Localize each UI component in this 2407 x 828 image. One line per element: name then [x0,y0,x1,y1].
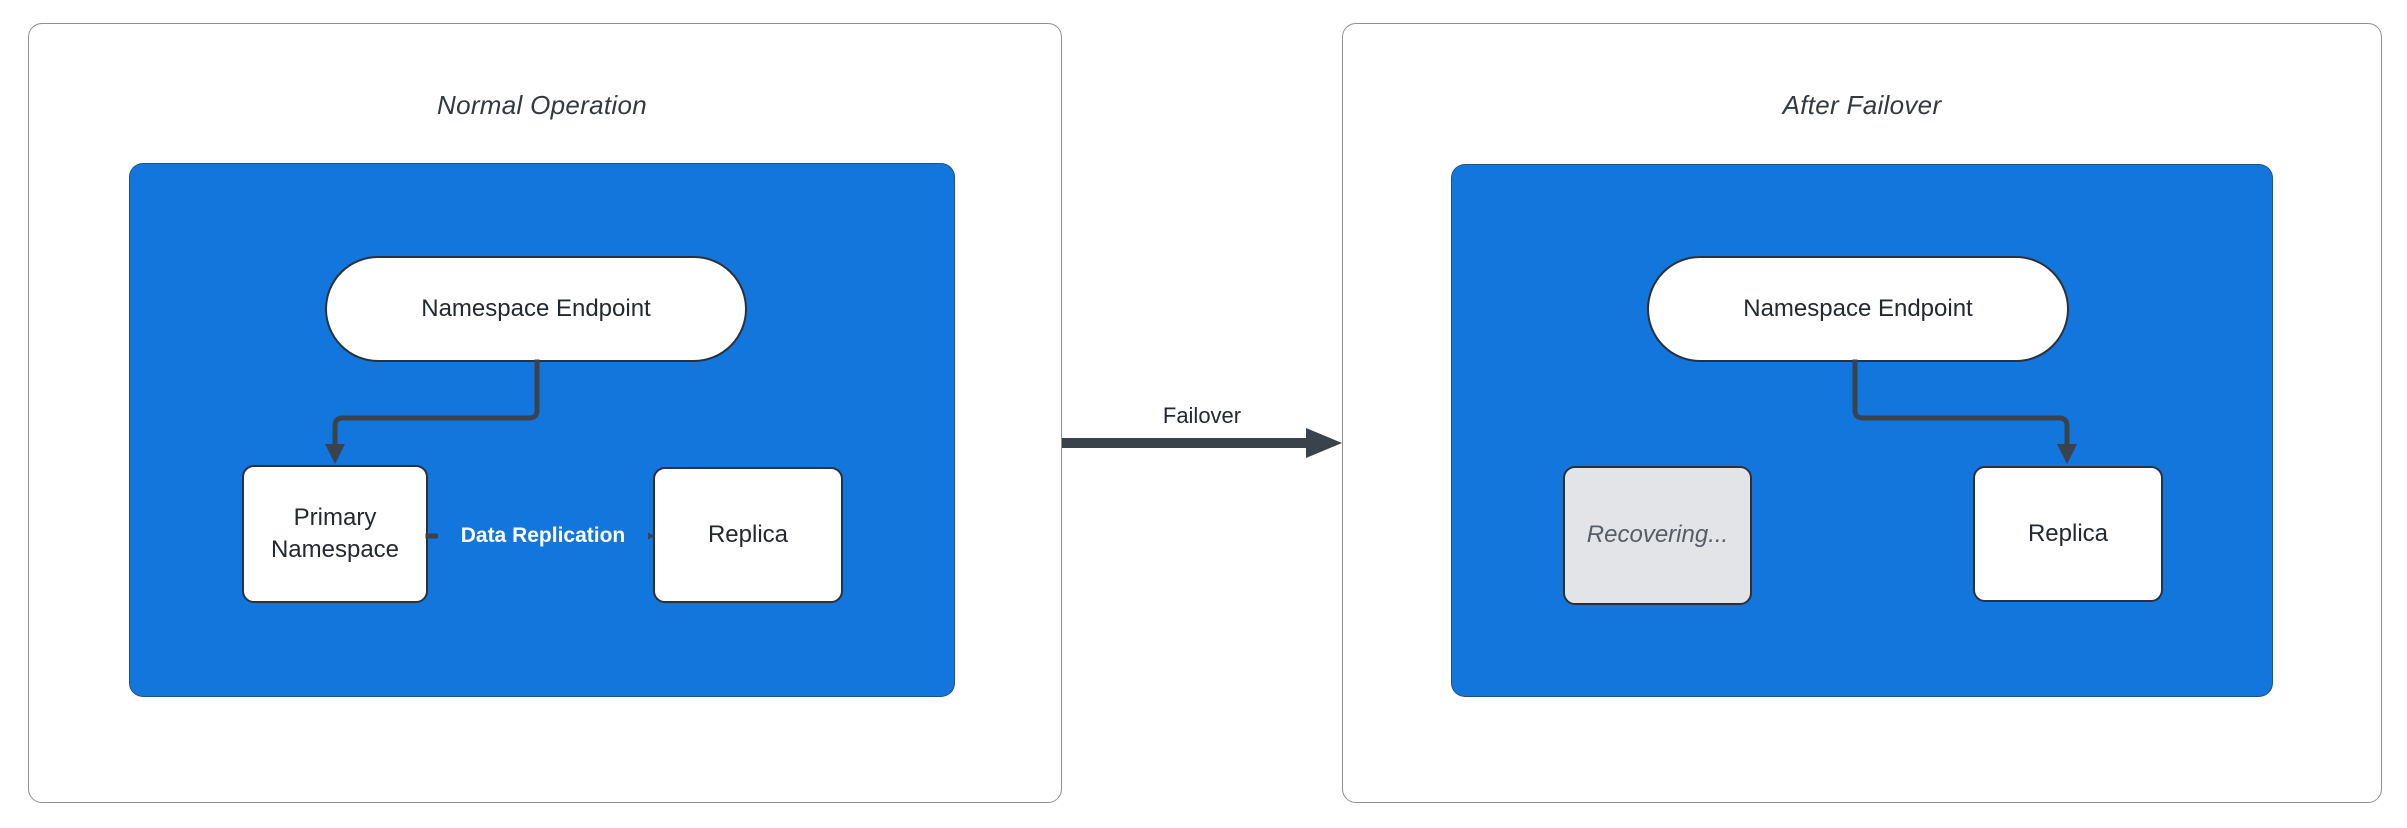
normal-operation-cluster [129,163,955,697]
failover-label: Failover [1162,403,1242,428]
namespace-endpoint-node-left: Namespace Endpoint [325,256,747,362]
namespace-endpoint-label-left: Namespace Endpoint [421,294,651,322]
failover-arrowhead-icon [1306,428,1342,458]
replica-label-left: Replica [707,520,789,548]
after-failover-cluster [1451,164,2273,697]
namespace-endpoint-node-right: Namespace Endpoint [1647,256,2069,362]
normal-operation-title: Normal Operation [437,90,647,120]
after-failover-title: After Failover [1782,90,1942,120]
replica-node-right: Replica [1973,466,2163,602]
primary-namespace-label: Primary Namespace [270,503,400,563]
data-replication-edge-label: Data Replication [438,521,648,551]
replica-label-right: Replica [2027,519,2109,547]
primary-namespace-node: Primary Namespace [242,465,428,603]
recovering-label: Recovering... [1586,521,1729,549]
namespace-endpoint-label-right: Namespace Endpoint [1743,294,1973,322]
recovering-node: Recovering... [1563,466,1752,605]
replica-node-left: Replica [653,467,843,603]
